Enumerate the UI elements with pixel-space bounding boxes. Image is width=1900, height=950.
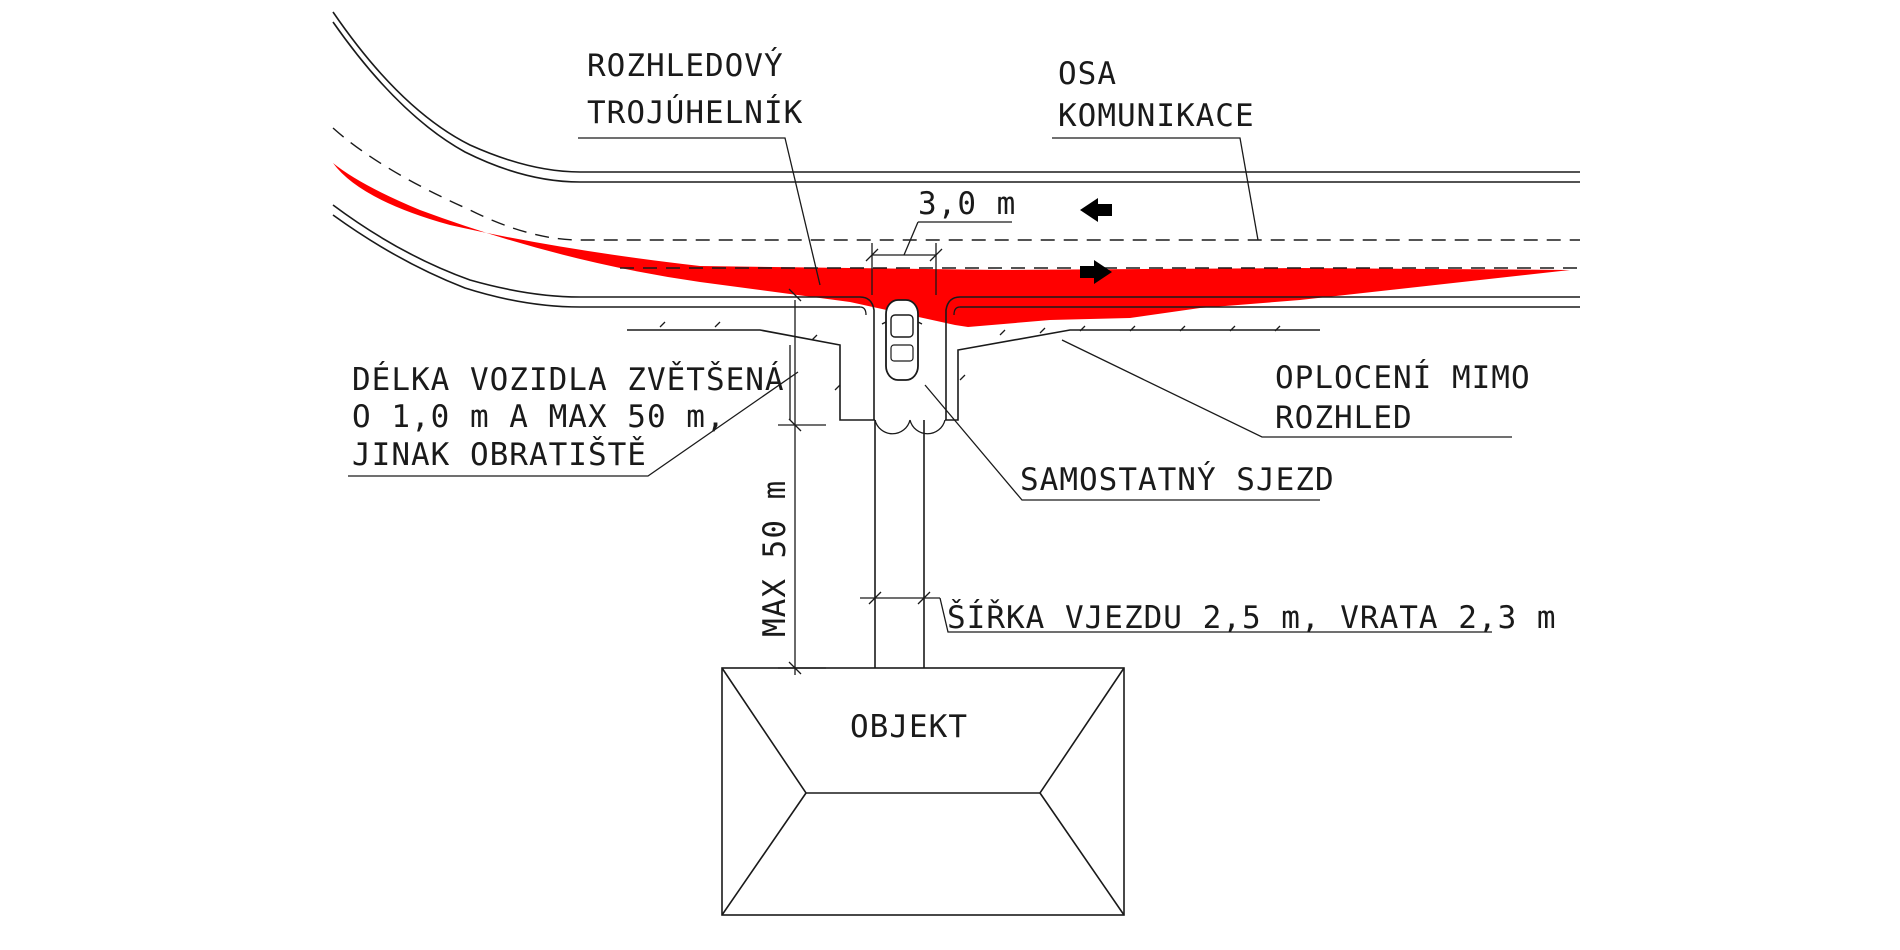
separate-exit-label: SAMOSTATNÝ SJEZD (1020, 462, 1335, 498)
arrow-left-icon (1080, 198, 1112, 222)
fencing-label-2: ROZHLED (1275, 400, 1413, 436)
building-outline (721, 667, 1125, 916)
fence-left (627, 321, 875, 421)
dimension-3m (865, 221, 1012, 295)
vehicle-length-label-3: JINAK OBRATIŠTĚ (352, 436, 647, 473)
separate-exit-leader (924, 384, 1320, 501)
road-axis-leader (1052, 137, 1259, 241)
road-lower-edge (332, 204, 1580, 308)
road-upper-edge (332, 11, 1580, 183)
arrow-right-icon (1080, 260, 1112, 284)
sight-triangle-leader (578, 137, 821, 286)
fence-right (945, 325, 1320, 421)
road-axis-label-1: OSA (1058, 56, 1117, 92)
max-50-label: MAX 50 m (757, 480, 793, 637)
entrance-width-label: ŠÍŘKA VJEZDU 2,5 m, VRATA 2,3 m (947, 599, 1557, 636)
gate (874, 419, 946, 435)
fencing-label-1: OPLOCENÍ MIMO (1275, 360, 1531, 396)
fencing-leader (1061, 339, 1512, 438)
car-icon (881, 299, 923, 381)
entrance-width-dimension (860, 591, 1492, 633)
access-road (874, 420, 925, 668)
sight-triangle-label-2: TROJÚHELNÍK (587, 94, 803, 131)
vehicle-length-label-1: DÉLKA VOZIDLA ZVĚTŠENÁ (352, 361, 785, 398)
sight-triangle-label-1: ROZHLEDOVÝ (587, 48, 784, 84)
vehicle-length-leader (348, 371, 799, 477)
driveway-mouth (859, 296, 961, 420)
sight-triangle-area (333, 163, 1570, 327)
building-label: OBJEKT (850, 709, 968, 745)
vehicle-length-label-2: O 1,0 m A MAX 50 m, (352, 399, 726, 435)
road-axis-label-2: KOMUNIKACE (1058, 98, 1255, 134)
dimension-3m-label: 3,0 m (918, 186, 1016, 222)
